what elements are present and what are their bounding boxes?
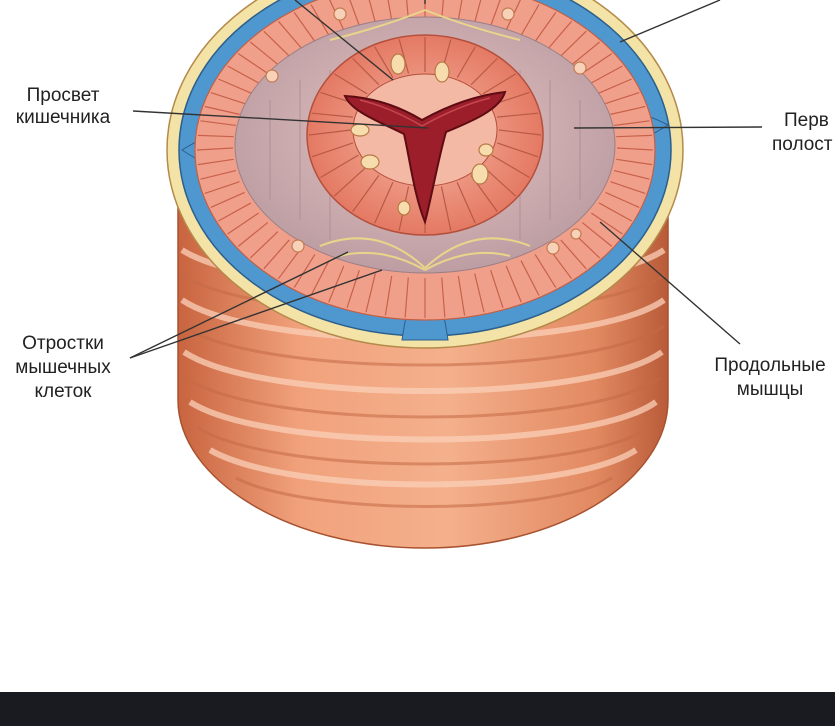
leader-top-right xyxy=(620,0,720,42)
label-longitudinal-muscles-line1: Продольные xyxy=(714,355,825,376)
leader-body-cavity xyxy=(574,127,762,128)
roundworm-cross-section-diagram: Просвет кишечника Перв полост Отростки м… xyxy=(0,0,835,692)
label-muscle-processes-line1: Отростки xyxy=(22,333,104,354)
label-muscle-processes-line3: клеток xyxy=(35,381,93,402)
label-muscle-processes: Отростки мышечных клеток xyxy=(15,333,111,402)
bottom-bar xyxy=(0,692,835,726)
label-body-cavity-line2: полост xyxy=(772,134,833,155)
label-body-cavity: Перв полост xyxy=(772,110,833,155)
label-longitudinal-muscles-line2: мышцы xyxy=(737,379,804,400)
diagram-stage: Просвет кишечника Перв полост Отростки м… xyxy=(0,0,835,692)
label-lumen-line1: Просвет xyxy=(27,85,100,106)
label-lumen: Просвет кишечника xyxy=(16,85,111,128)
label-body-cavity-line1: Перв xyxy=(784,110,829,131)
label-longitudinal-muscles: Продольные мышцы xyxy=(714,355,825,400)
label-lumen-line2: кишечника xyxy=(16,107,111,128)
label-muscle-processes-line2: мышечных xyxy=(15,357,111,378)
